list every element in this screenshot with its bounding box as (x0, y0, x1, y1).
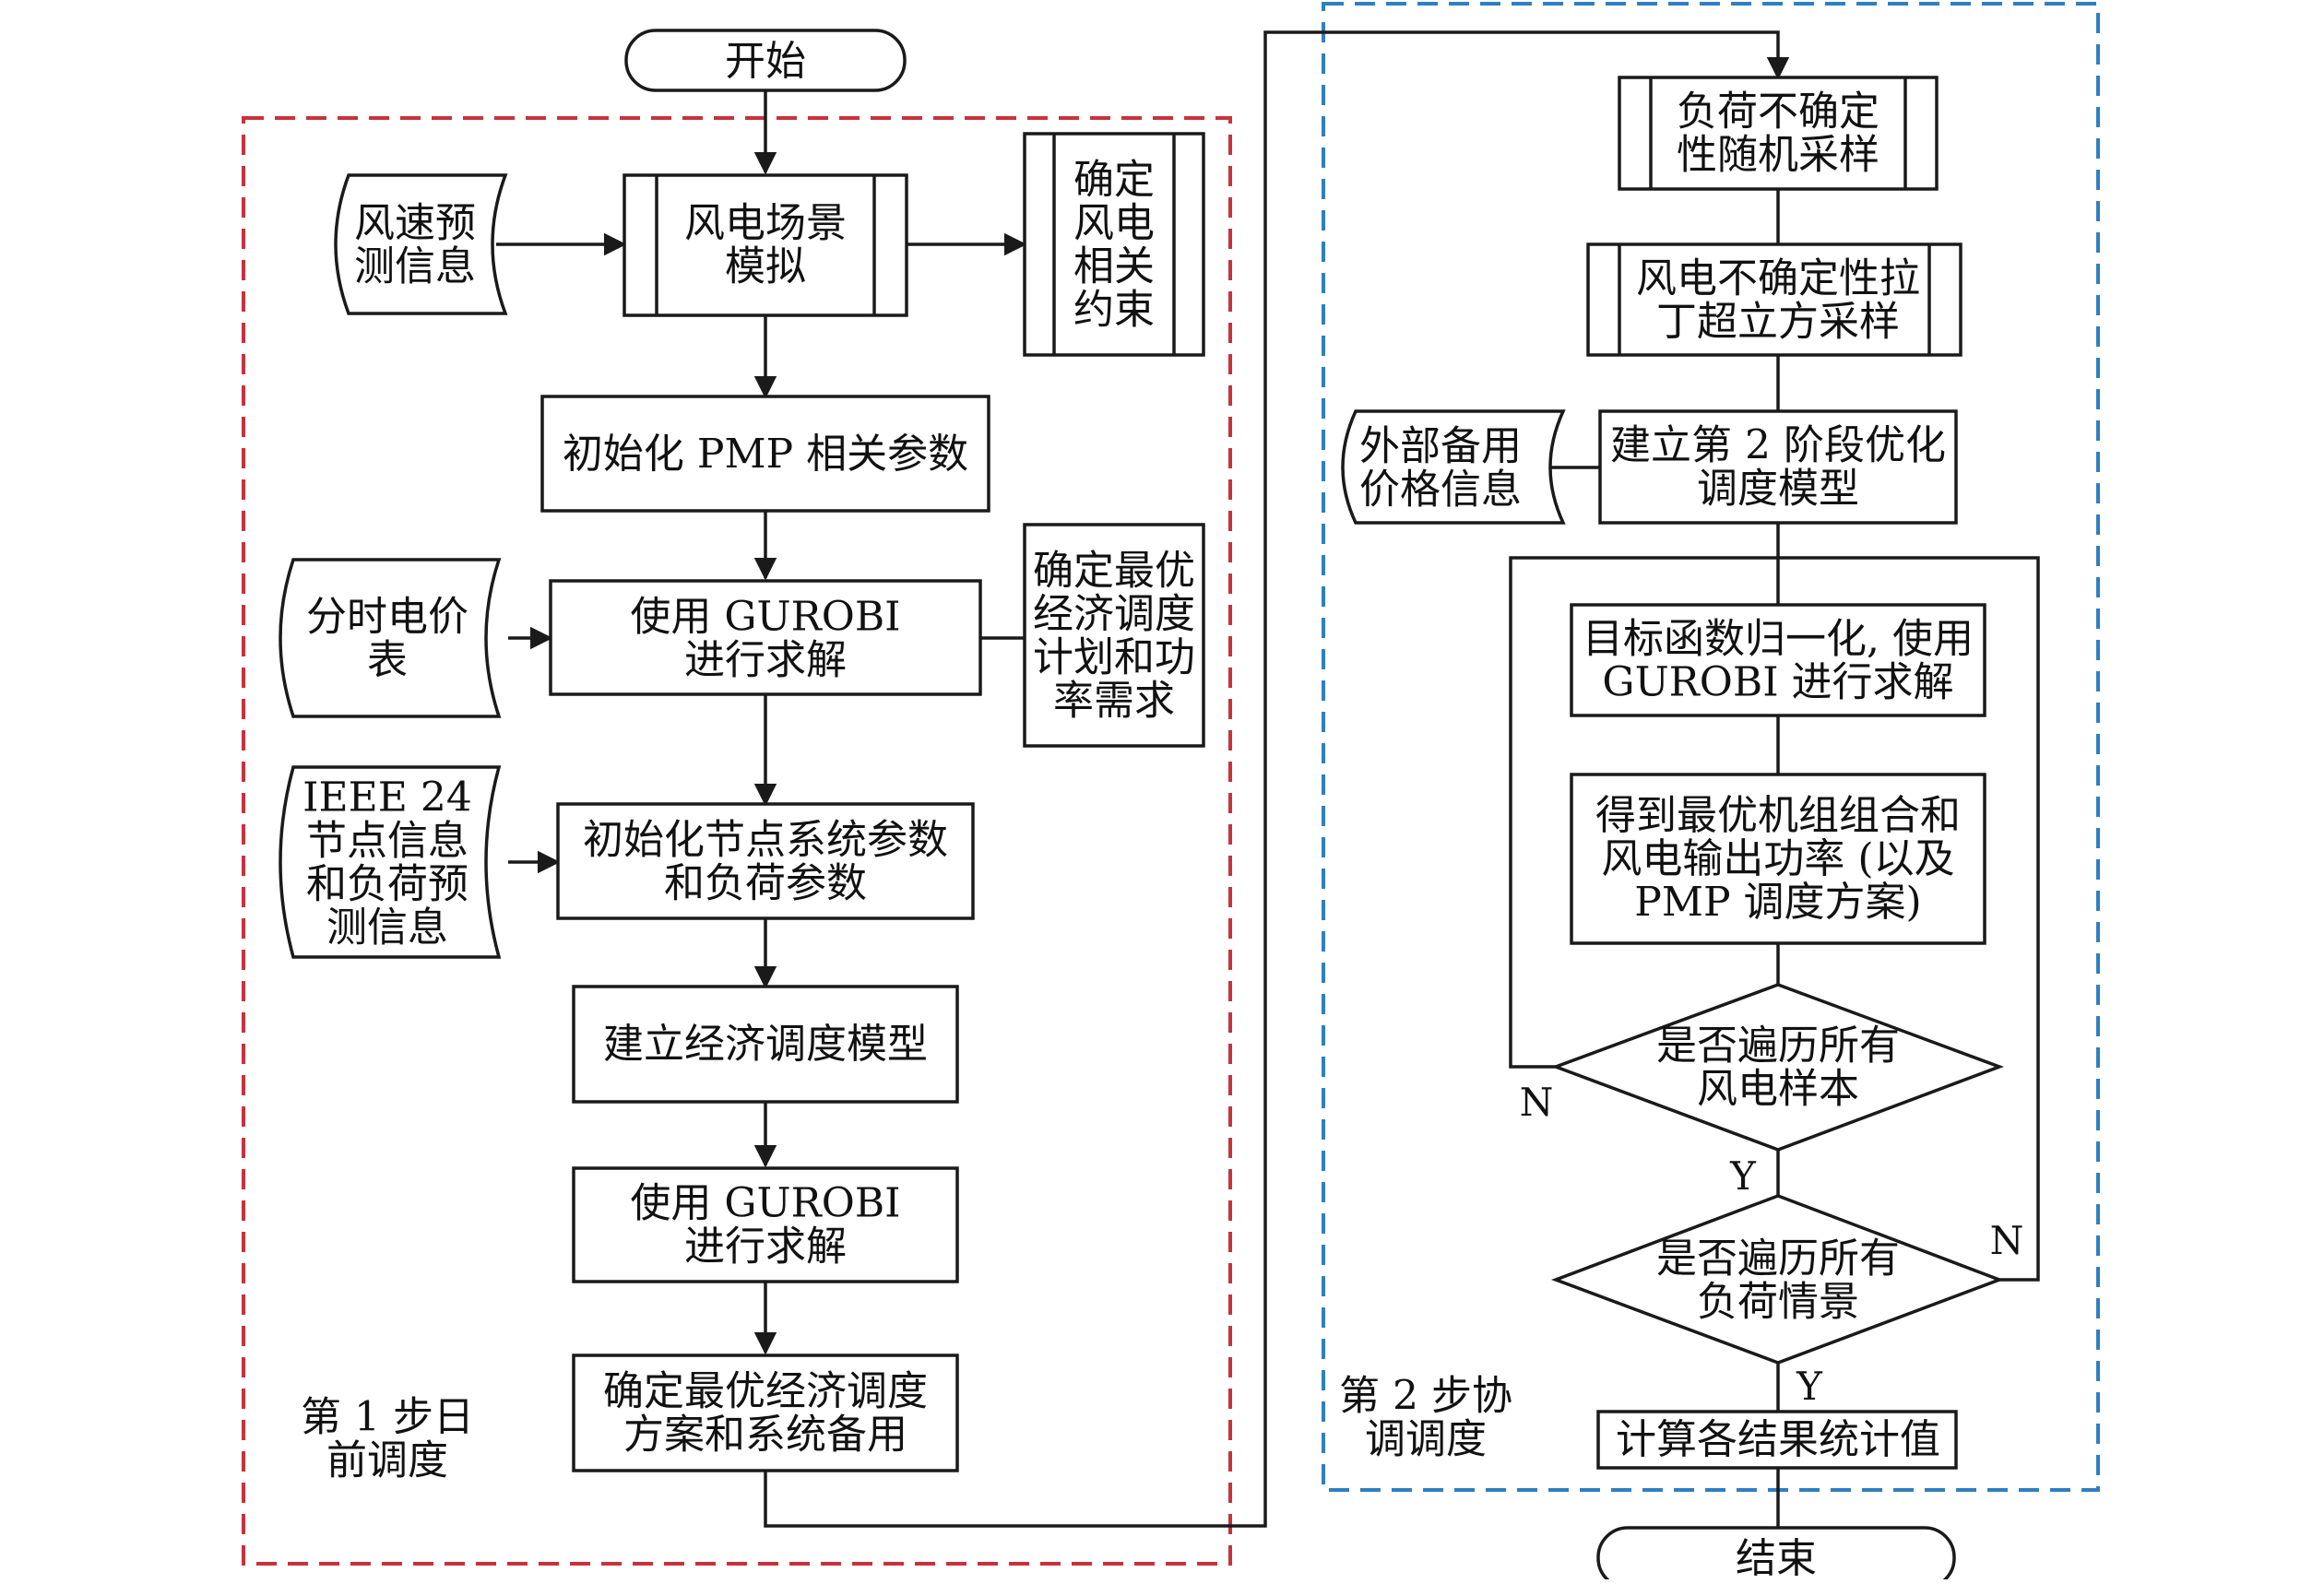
econ-model-label: 建立经济调度模型 (603, 1021, 928, 1068)
wind-forecast-label: 风速预测信息 (354, 200, 476, 290)
ieee-info-data (279, 765, 502, 959)
wind-forecast-data (334, 173, 508, 315)
gurobi-2-box (572, 1166, 959, 1283)
wind-lhs-label: 风电不确定性拉丁超立方采样 (1636, 255, 1920, 346)
end-terminator (1596, 1526, 1956, 1584)
wind-check-diamond (1550, 983, 2005, 1152)
init-pmp-box (540, 395, 990, 513)
optimal-plan-box (1023, 523, 1205, 748)
tou-price-data (279, 558, 502, 718)
edge-wind-check-no (1509, 556, 1778, 1069)
wind-scenario-process (622, 173, 908, 317)
edge-load-check-no (1778, 556, 2040, 1282)
init-pmp-label: 初始化 PMP 相关参数 (563, 431, 968, 478)
optimal-reserve-box (572, 1353, 959, 1472)
branch-load-no-label: N (1990, 1218, 2024, 1263)
optimal-uc-box (1570, 773, 1986, 945)
branch-wind-no-label: N (1520, 1080, 1554, 1125)
normalize-box (1570, 603, 1986, 717)
start-label: 开始 (725, 38, 806, 85)
optimal-reserve-label: 确定最优经济调度方案和系统备用 (603, 1368, 928, 1459)
step1-label-label: 第 1 步日前调度 (301, 1394, 474, 1484)
ext-reserve-data (1341, 409, 1566, 525)
gurobi-1-box (549, 579, 982, 696)
compute-stats-box (1596, 1410, 1958, 1470)
stage2-model-label: 建立第 2 阶段优化调度模型 (1610, 422, 1946, 513)
wind-lhs-process (1586, 242, 1962, 357)
ext-reserve-label: 外部备用价格信息 (1359, 423, 1522, 514)
load-sampling-process (1618, 76, 1939, 191)
edge-reserve-to-stage2 (764, 30, 1790, 1528)
branch-load-yes-label: Y (1796, 1364, 1823, 1409)
load-sampling-label: 负荷不确定性随机采样 (1677, 89, 1879, 179)
init-node-label: 初始化节点系统参数和负荷参数 (583, 817, 948, 907)
step2-label-label: 第 2 步协调调度 (1339, 1373, 1512, 1463)
compute-stats-label: 计算各结果统计值 (1616, 1416, 1940, 1463)
econ-model-box (572, 985, 959, 1104)
branch-wind-yes-label: Y (1729, 1153, 1757, 1199)
optimal-plan-label: 确定最优经济调度计划和功率需求 (1033, 548, 1195, 725)
stage2-container (1322, 2, 2100, 1492)
end-label: 结束 (1736, 1535, 1817, 1579)
load-check-diamond (1551, 1194, 2004, 1365)
init-node-box (556, 802, 975, 920)
stage1-container (242, 116, 1232, 1566)
wind-scenario-label: 风电场景模拟 (684, 200, 847, 290)
stage2-model-box (1598, 409, 1958, 525)
all-load-label: 是否遍历所有负荷情景 (1656, 1235, 1900, 1326)
all-wind-label: 是否遍历所有风电样本 (1656, 1023, 1900, 1113)
wind-constraint-label: 确定风电相关约束 (1073, 157, 1155, 334)
start-terminator (624, 29, 907, 92)
tou-price-label: 分时电价表 (306, 594, 468, 684)
